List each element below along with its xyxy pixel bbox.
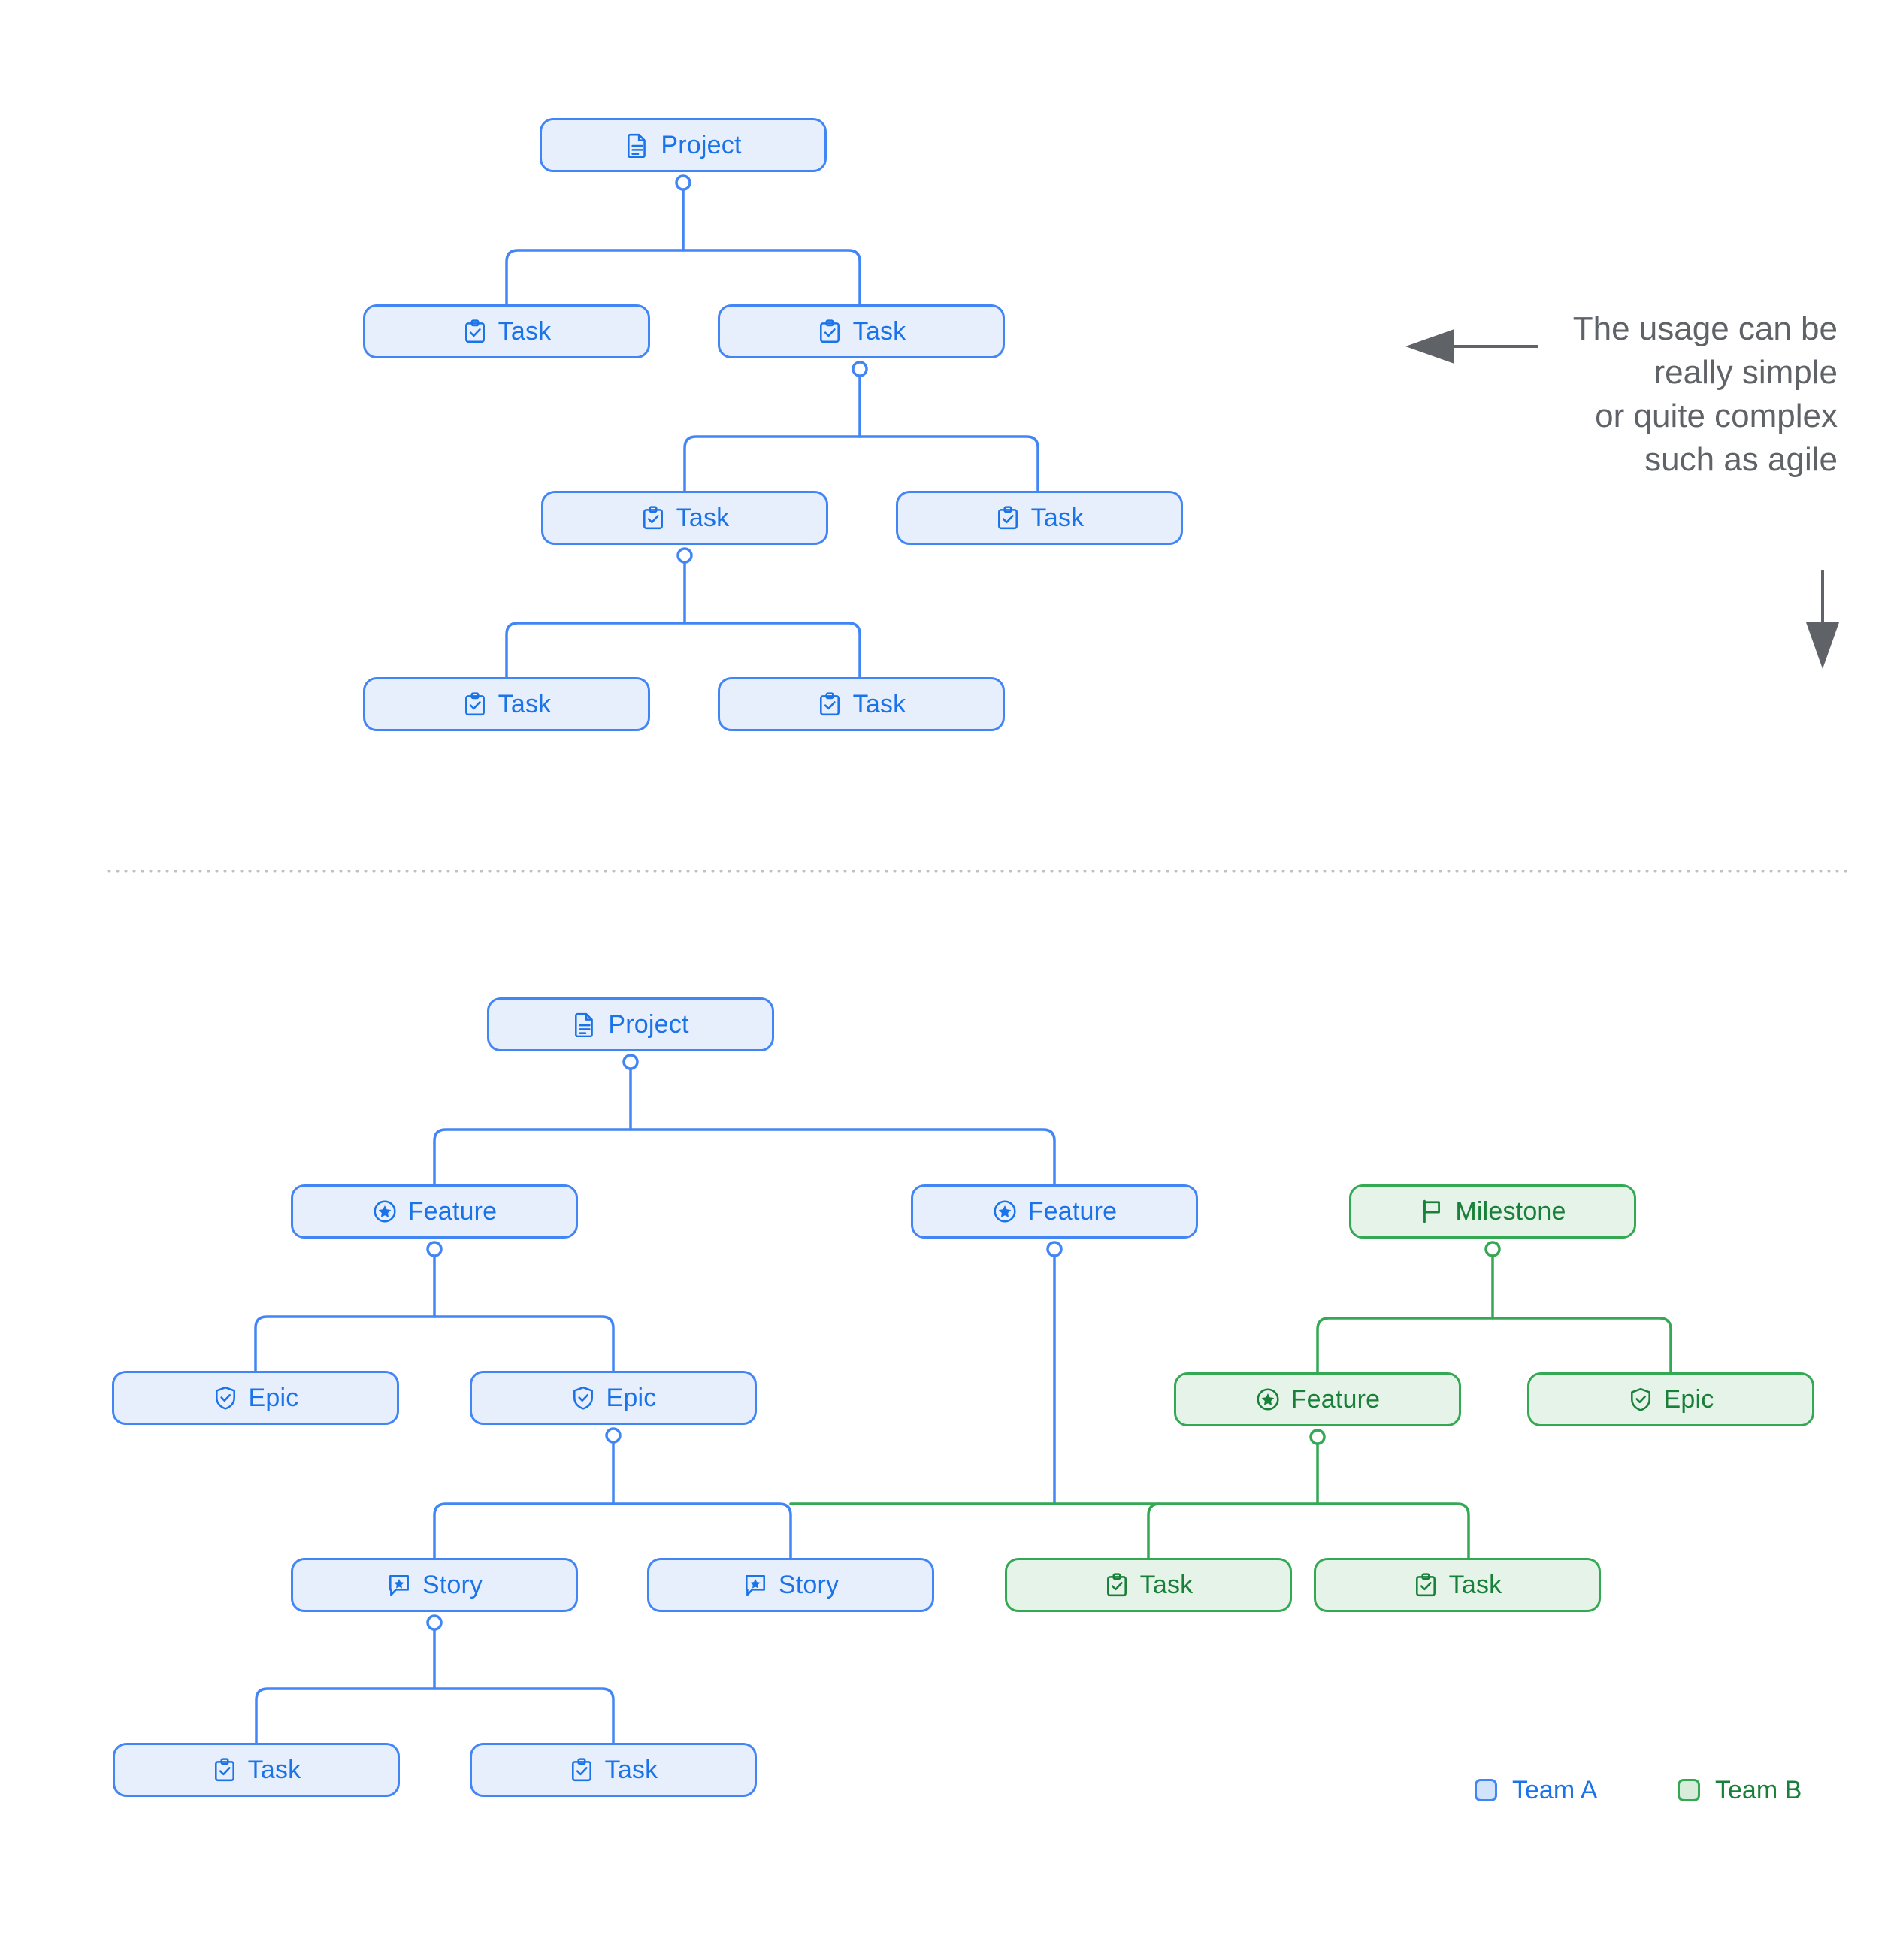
node-label: Task [676, 504, 730, 532]
node-task[interactable]: Task [896, 491, 1183, 545]
clipboard-check-icon [464, 319, 485, 343]
node-epic[interactable]: Epic [112, 1371, 399, 1425]
node-label: Story [422, 1571, 483, 1599]
annotation-text: The usage can be really simple or quite … [1492, 310, 1838, 484]
shield-check-icon [215, 1386, 235, 1410]
document-icon [575, 1012, 594, 1037]
node-project[interactable]: Project [487, 997, 774, 1051]
node-label: Task [852, 317, 906, 346]
node-label: Milestone [1455, 1197, 1566, 1226]
edge-task-to-tasks-2 [505, 554, 861, 679]
legend-item-team-b[interactable]: Team B [1678, 1777, 1802, 1803]
edge-a8-children [255, 1621, 615, 1744]
node-label: Story [778, 1571, 840, 1599]
node-task[interactable]: Task [363, 677, 650, 731]
annotation-line: such as agile [1644, 440, 1838, 478]
node-label: Feature [1290, 1385, 1381, 1414]
story-bubble-icon [745, 1575, 765, 1596]
node-label: Feature [407, 1197, 498, 1226]
node-epic[interactable]: Epic [1527, 1372, 1814, 1426]
edge-a5-children [433, 1434, 792, 1559]
edge-a3-children [1316, 1248, 1672, 1374]
node-task[interactable]: Task [541, 491, 828, 545]
node-task[interactable]: Task [718, 677, 1005, 731]
node-label: Task [498, 317, 552, 346]
flag-icon [1423, 1199, 1441, 1223]
node-epic[interactable]: Epic [470, 1371, 757, 1425]
node-label: Task [1448, 1571, 1502, 1599]
clipboard-check-icon [997, 506, 1018, 530]
square-swatch-icon [1475, 1779, 1497, 1801]
edge-a0-children [433, 1060, 1056, 1186]
legend-item-team-a[interactable]: Team A [1475, 1777, 1597, 1803]
node-story[interactable]: Story [291, 1558, 578, 1612]
story-bubble-icon [389, 1575, 409, 1596]
edge-project-to-tasks [505, 181, 861, 306]
legend-label: Team B [1715, 1776, 1802, 1804]
square-swatch-icon [1678, 1779, 1700, 1801]
node-label: Project [661, 131, 742, 159]
node-task[interactable]: Task [113, 1743, 400, 1797]
node-label: Task [1030, 504, 1085, 532]
node-milestone[interactable]: Milestone [1349, 1184, 1636, 1239]
node-label: Task [247, 1756, 301, 1784]
edge-a6-children [789, 1435, 1470, 1559]
annotation-line: or quite complex [1595, 397, 1838, 434]
node-label: Epic [606, 1384, 657, 1412]
star-circle-icon [1257, 1388, 1279, 1411]
clipboard-check-icon [214, 1758, 234, 1782]
clipboard-check-icon [819, 319, 840, 343]
shield-check-icon [573, 1386, 593, 1410]
node-task[interactable]: Task [1314, 1558, 1601, 1612]
node-label: Epic [1663, 1385, 1714, 1414]
document-icon [628, 133, 646, 158]
clipboard-check-icon [571, 1758, 591, 1782]
legend-label: Team A [1512, 1776, 1598, 1804]
clipboard-check-icon [643, 506, 663, 530]
arrow-down-icon [1806, 622, 1839, 669]
node-feature[interactable]: Feature [911, 1184, 1198, 1239]
star-circle-icon [994, 1200, 1016, 1223]
annotation-line: really simple [1653, 353, 1838, 391]
node-label: Task [498, 690, 552, 718]
node-label: Task [1139, 1571, 1194, 1599]
node-task[interactable]: Task [470, 1743, 757, 1797]
node-label: Epic [248, 1384, 299, 1412]
node-label: Task [852, 690, 906, 718]
clipboard-check-icon [464, 692, 485, 716]
node-task[interactable]: Task [363, 304, 650, 358]
annotation-line: The usage can be [1572, 310, 1838, 347]
edge-task-to-tasks-1 [683, 368, 1039, 492]
star-circle-icon [374, 1200, 396, 1223]
node-label: Feature [1027, 1197, 1118, 1226]
node-label: Task [604, 1756, 658, 1784]
arrow-left-icon [1405, 329, 1454, 364]
clipboard-check-icon [1415, 1573, 1436, 1597]
clipboard-check-icon [819, 692, 840, 716]
node-feature[interactable]: Feature [291, 1184, 578, 1239]
shield-check-icon [1630, 1387, 1650, 1411]
edge-a1-children [254, 1248, 615, 1372]
node-label: Project [608, 1010, 689, 1039]
clipboard-check-icon [1106, 1573, 1127, 1597]
node-story[interactable]: Story [647, 1558, 934, 1612]
node-task[interactable]: Task [718, 304, 1005, 358]
node-feature[interactable]: Feature [1174, 1372, 1461, 1426]
node-task[interactable]: Task [1005, 1558, 1292, 1612]
node-project[interactable]: Project [540, 118, 827, 172]
